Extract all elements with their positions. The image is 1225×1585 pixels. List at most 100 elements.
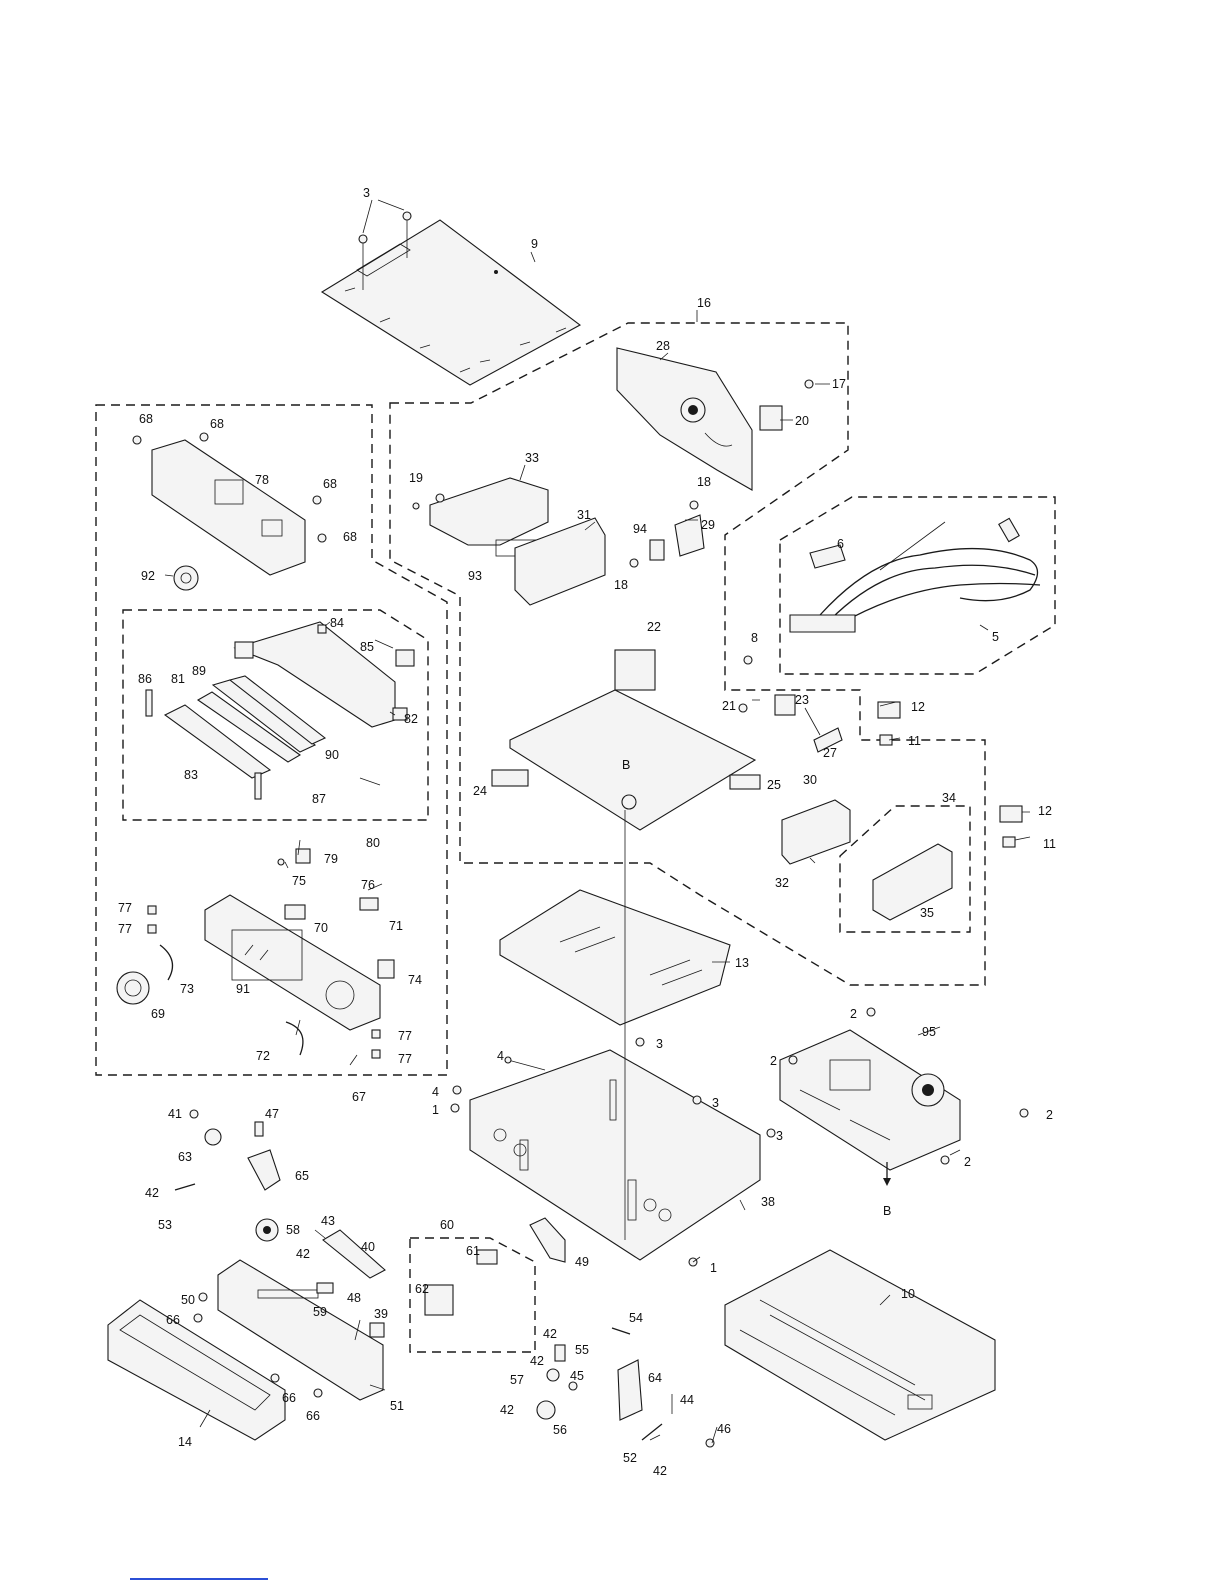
label-84: 84 bbox=[330, 616, 344, 630]
board-30 bbox=[781, 799, 851, 865]
spring-76 bbox=[367, 883, 383, 891]
group-34-boundary bbox=[839, 805, 971, 933]
label-2: 2 bbox=[1046, 1108, 1053, 1122]
screw-1-a bbox=[450, 1103, 460, 1113]
group-16-boundary bbox=[389, 322, 986, 986]
label-24: 24 bbox=[473, 784, 487, 798]
lcd-89 bbox=[211, 679, 317, 753]
screw-68-a bbox=[132, 435, 142, 445]
insulator-sheet bbox=[499, 889, 731, 1026]
part-labels: 3 9 16 28 17 20 68 68 78 68 68 19 33 31 … bbox=[118, 186, 1056, 1478]
screw-4-a bbox=[504, 1056, 546, 1071]
label-1: 1 bbox=[432, 1103, 439, 1117]
label-58: 58 bbox=[286, 1223, 300, 1237]
label-12: 12 bbox=[1038, 804, 1052, 818]
top-cover bbox=[320, 219, 582, 386]
label-14: 14 bbox=[178, 1435, 192, 1449]
label-50: 50 bbox=[181, 1293, 195, 1307]
bracket-64 bbox=[617, 1359, 643, 1421]
label-60: 60 bbox=[440, 1218, 454, 1232]
label-67: 67 bbox=[352, 1090, 366, 1104]
label-35: 35 bbox=[920, 906, 934, 920]
label-62: 62 bbox=[415, 1282, 429, 1296]
label-49: 49 bbox=[575, 1255, 589, 1269]
label-90: 90 bbox=[325, 748, 339, 762]
screw-68-d bbox=[317, 533, 327, 543]
label-40: 40 bbox=[361, 1240, 375, 1254]
label-31: 31 bbox=[577, 508, 591, 522]
leader-lines bbox=[164, 251, 1031, 1444]
label-3: 3 bbox=[776, 1129, 783, 1143]
part-61 bbox=[476, 1249, 498, 1265]
part-74 bbox=[377, 959, 395, 979]
part-48 bbox=[316, 1282, 334, 1294]
label-4: 4 bbox=[497, 1049, 504, 1063]
footer-link-underline[interactable] bbox=[130, 1578, 268, 1580]
label-27: 27 bbox=[823, 746, 837, 760]
label-66: 66 bbox=[166, 1313, 180, 1327]
face-plate bbox=[151, 439, 306, 576]
label-b: B bbox=[622, 758, 630, 772]
part-79 bbox=[295, 848, 311, 864]
label-43: 43 bbox=[321, 1214, 335, 1228]
label-21: 21 bbox=[722, 699, 736, 713]
part-52 bbox=[641, 1423, 663, 1441]
label-16: 16 bbox=[697, 296, 711, 310]
label-11: 11 bbox=[908, 734, 921, 748]
label-10: 10 bbox=[901, 1287, 915, 1301]
label-48: 48 bbox=[347, 1291, 361, 1305]
part-87 bbox=[254, 772, 262, 800]
label-85: 85 bbox=[360, 640, 374, 654]
bracket-31 bbox=[514, 517, 606, 606]
label-69: 69 bbox=[151, 1007, 165, 1021]
screw-2-d bbox=[940, 1155, 950, 1165]
part-45 bbox=[568, 1381, 578, 1391]
knob-69 bbox=[116, 971, 150, 1005]
label-34: 34 bbox=[942, 791, 956, 805]
part-71 bbox=[359, 897, 379, 911]
screw-19 bbox=[412, 493, 445, 510]
front-panel-91 bbox=[204, 894, 381, 1031]
screw-3-top-a bbox=[358, 234, 368, 290]
board-40 bbox=[322, 1229, 386, 1279]
label-68: 68 bbox=[210, 417, 224, 431]
label-8: 8 bbox=[751, 631, 758, 645]
label-70: 70 bbox=[314, 921, 328, 935]
label-53: 53 bbox=[158, 1218, 172, 1232]
group-60-boundary bbox=[409, 1237, 536, 1353]
label-17: 17 bbox=[832, 377, 846, 391]
part-55 bbox=[554, 1344, 566, 1362]
screw-66-c bbox=[313, 1388, 323, 1398]
label-2: 2 bbox=[850, 1007, 857, 1021]
screw-3-chassis-b bbox=[692, 1095, 702, 1105]
label-51: 51 bbox=[390, 1399, 404, 1413]
part-73 bbox=[159, 944, 174, 981]
window-81 bbox=[196, 691, 302, 763]
label-23: 23 bbox=[795, 693, 809, 707]
part-70 bbox=[284, 904, 306, 920]
screw-3-top-b bbox=[402, 211, 412, 258]
front-bezel-14 bbox=[107, 1299, 286, 1441]
cap-77-a bbox=[147, 905, 157, 915]
label-66: 66 bbox=[306, 1409, 320, 1423]
knob-56 bbox=[536, 1400, 556, 1420]
screw-68-c bbox=[312, 495, 322, 505]
screw-4-b bbox=[452, 1085, 462, 1095]
part-12-b bbox=[999, 805, 1023, 823]
screw-66-a bbox=[193, 1313, 203, 1323]
label-77: 77 bbox=[398, 1052, 412, 1066]
label-2: 2 bbox=[770, 1054, 777, 1068]
label-13: 13 bbox=[735, 956, 749, 970]
label-39: 39 bbox=[374, 1307, 388, 1321]
label-82: 82 bbox=[404, 712, 418, 726]
part-62 bbox=[424, 1284, 454, 1316]
label-5: 5 bbox=[992, 630, 999, 644]
label-42: 42 bbox=[500, 1403, 514, 1417]
label-42: 42 bbox=[296, 1247, 310, 1261]
lcd-90 bbox=[228, 675, 327, 745]
label-76: 76 bbox=[361, 878, 375, 892]
label-61: 61 bbox=[466, 1244, 480, 1258]
label-68: 68 bbox=[343, 530, 357, 544]
label-30: 30 bbox=[803, 773, 817, 787]
screw-3-chassis-a bbox=[635, 1037, 645, 1047]
